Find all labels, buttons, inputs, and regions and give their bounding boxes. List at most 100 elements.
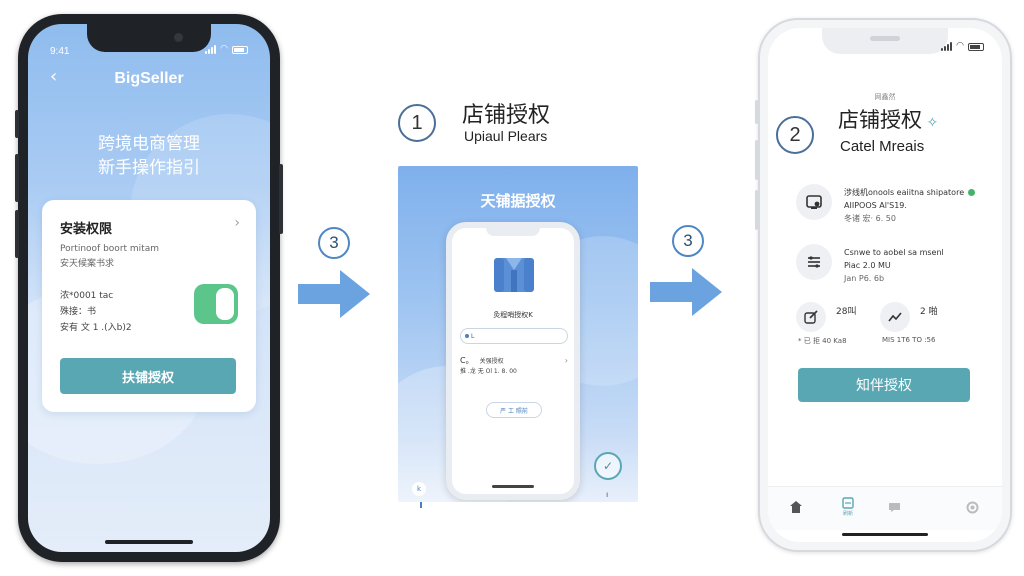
- volume-down-button: [755, 190, 758, 230]
- camera-icon: [174, 33, 183, 42]
- stat-value: 2 啪: [920, 307, 938, 317]
- panel-mark: [420, 502, 422, 508]
- signal-icon: [941, 42, 953, 51]
- card-info-line: 浓*0001 tac: [60, 291, 114, 301]
- battery-icon: [232, 45, 248, 54]
- page-title: 跨境电商管理 新手操作指引: [28, 132, 270, 180]
- row-title: 关强授权: [479, 358, 504, 365]
- step-heading: 店铺授权: [462, 103, 551, 128]
- tab-bar: 刷新: [768, 486, 1002, 530]
- authorize-button[interactable]: 知伴授权: [798, 368, 970, 402]
- preview-phone: 灸程哨授权K L C。关强授权 推 .龙 无 Ol 1. 8. 00 › 严 工…: [446, 222, 580, 500]
- tiny-label: 网鑫然: [874, 93, 896, 101]
- right-phone-screen: ◠ 网鑫然 2 店铺授权 ✧ Catel Mreais 涉线机onools ea…: [768, 28, 1002, 542]
- stat-label: MIS 1T6 TO :56: [882, 336, 936, 344]
- list-icon: [796, 244, 832, 280]
- search-text: L: [471, 332, 475, 340]
- step-subheading: Upiaul Plears: [464, 128, 548, 144]
- volume-up-button: [755, 140, 758, 180]
- document-icon: [842, 497, 854, 509]
- wifi-icon: ◠: [220, 44, 228, 54]
- stat-label: * 已 拒 40 Ka8: [798, 337, 847, 345]
- battery-icon: [968, 42, 984, 51]
- tab-messages[interactable]: [884, 497, 904, 517]
- volume-up-button: [15, 154, 19, 202]
- title-line: 跨境电商管理: [98, 134, 200, 154]
- left-phone: 9:41 ◠ ‹ BigSeller 跨境电商管理 新手操作指引 安装权限 › …: [15, 14, 283, 562]
- step-marker-arrow-left: 3: [318, 227, 350, 259]
- title-line: 新手操作指引: [98, 158, 200, 178]
- status-time: 9:41: [50, 46, 70, 57]
- sparkle-icon: ✧: [922, 115, 939, 131]
- left-phone-screen: 9:41 ◠ ‹ BigSeller 跨境电商管理 新手操作指引 安装权限 › …: [28, 24, 270, 552]
- home-indicator: [492, 485, 534, 488]
- authorization-panel: 天铺据授权 灸程哨授权K L C。关强授权 推 .龙 无 Ol 1. 8. 00…: [398, 166, 638, 502]
- chat-icon: [888, 503, 900, 512]
- tab-label: 刷新: [842, 511, 853, 517]
- chevron-right-icon[interactable]: ›: [234, 215, 240, 231]
- stat-value: 28叫: [836, 307, 857, 317]
- logo-caption: 灸程哨授权K: [493, 311, 533, 319]
- item-text: Csnwe to aobel sa msenl Piac 2.0 MU Jan …: [844, 246, 944, 285]
- right-phone: ◠ 网鑫然 2 店铺授权 ✧ Catel Mreais 涉线机onools ea…: [755, 18, 1012, 552]
- arrow-right-icon: [298, 270, 370, 318]
- row-label: C。: [460, 356, 474, 365]
- search-icon: [465, 334, 469, 338]
- item-line: 涉线机onools eaiitna shipatore: [844, 188, 965, 197]
- back-icon[interactable]: ‹: [50, 66, 58, 87]
- card-info: 浓*0001 tac 殊接：书 安有 文 1 .(入b)2: [60, 288, 132, 336]
- home-indicator: [105, 540, 193, 544]
- mute-switch: [755, 100, 758, 124]
- item-line: 冬诸 宏· 6. 50: [844, 214, 896, 223]
- card-title: 安装权限: [60, 222, 113, 237]
- step-marker-1: 1: [398, 104, 436, 142]
- item-line: Piac 2.0 MU: [844, 261, 891, 270]
- check-icon: ✓: [594, 452, 622, 480]
- title-text: 店铺授权: [838, 108, 922, 132]
- search-input[interactable]: L: [460, 328, 568, 344]
- item-line: Csnwe to aobel sa msenl: [844, 248, 944, 257]
- page-subtitle: Catel Mreais: [840, 138, 925, 155]
- card-subtitle: Portinoof boort mitam 安天候案书求: [60, 242, 159, 272]
- shop-logo-icon: [494, 258, 534, 292]
- card-sub-line: Portinoof boort mitam: [60, 244, 159, 254]
- item-line: AIIPOOS Al'S19.: [844, 201, 907, 210]
- panel-mark: ı: [606, 490, 609, 499]
- step-marker-2: 2: [776, 116, 814, 154]
- tab-settings[interactable]: [962, 497, 982, 517]
- confirm-pill-button[interactable]: 严 工 照前: [486, 402, 542, 418]
- home-icon: [790, 501, 802, 513]
- wifi-icon: ◠: [956, 41, 964, 51]
- item-text: 涉线机onools eaiitna shipatore AIIPOOS Al'S…: [844, 186, 976, 225]
- home-indicator: [842, 533, 928, 536]
- signal-icon: [205, 45, 217, 54]
- status-icons: ◠: [205, 45, 248, 54]
- list-item[interactable]: C。关强授权 推 .龙 无 Ol 1. 8. 00 ›: [460, 356, 568, 377]
- tab-home[interactable]: [786, 497, 806, 517]
- permission-toggle[interactable]: [194, 284, 238, 324]
- tab-refresh[interactable]: 刷新: [838, 497, 858, 517]
- permission-card: 安装权限 › Portinoof boort mitam 安天候案书求 浓*00…: [42, 200, 256, 412]
- status-icons: ◠: [941, 42, 984, 51]
- mute-switch: [15, 110, 19, 138]
- card-sub-line: 安天候案书求: [60, 259, 115, 269]
- arrow-right-icon: [650, 268, 722, 316]
- edit-icon: [796, 302, 826, 332]
- gear-icon: [966, 501, 978, 513]
- phone-notch: [87, 24, 211, 52]
- power-button: [279, 164, 283, 234]
- corner-badge: k: [412, 482, 426, 496]
- store-icon: [796, 184, 832, 220]
- step-marker-arrow-right: 3: [672, 225, 704, 257]
- card-info-line: 安有 文 1 .(入b)2: [60, 323, 132, 333]
- phone-notch: [486, 226, 540, 236]
- speaker-icon: [870, 36, 900, 41]
- panel-title: 天铺据授权: [480, 192, 556, 210]
- phone-notch: [822, 28, 948, 54]
- authorize-button[interactable]: 扶铺授权: [60, 358, 236, 394]
- volume-down-button: [15, 210, 19, 258]
- card-info-line: 殊接：书: [60, 307, 97, 317]
- page-title: 店铺授权 ✧: [838, 104, 938, 134]
- app-brand: BigSeller: [114, 70, 184, 87]
- chevron-right-icon: ›: [564, 356, 568, 365]
